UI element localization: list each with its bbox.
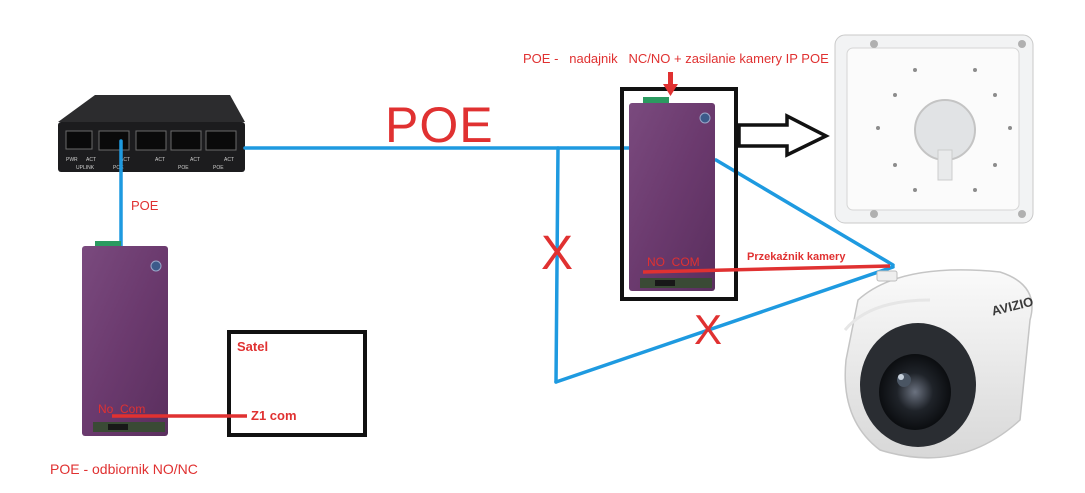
receiver-module: [82, 241, 168, 436]
camera-relay-label: Przekaźnik kamery: [747, 251, 846, 263]
switch-port-label: PWR: [66, 157, 78, 163]
switch-port-label: ACT: [86, 157, 96, 163]
poe-small-label: POE: [131, 198, 159, 213]
cables: [119, 139, 895, 384]
switch-bottom-label: UPLINK: [76, 165, 95, 171]
cross-mark-vertical: X: [541, 227, 574, 280]
receiver-no-com-label: No Com: [98, 402, 146, 416]
switch-port-label: ACT: [155, 157, 165, 163]
switch-port-label: ACT: [224, 157, 234, 163]
satel-title: Satel: [237, 339, 269, 354]
switch-ports: [65, 130, 237, 151]
wire-camera-relay: [642, 264, 891, 274]
switch-port-label: ACT: [190, 157, 200, 163]
switch-bottom-label: POE: [113, 165, 124, 171]
transmitter-no-com-label: NO COM: [647, 255, 700, 269]
satel-z1-label: Z1 com: [251, 408, 297, 423]
junction-box: [834, 34, 1034, 224]
switch-port-label: ACT: [120, 157, 130, 163]
signal-wires: [112, 264, 891, 418]
cable-branch-down: [554, 146, 560, 384]
switch-bottom-label: POE: [178, 165, 189, 171]
transmitter-module: [629, 97, 715, 291]
dome-camera: [843, 269, 1033, 459]
poe-big-label: POE: [385, 97, 494, 153]
cable-transmitter-to-camera: [714, 158, 895, 267]
switch-port-labels: PWR ACT ACT ACT ACT ACT UPLINK POE POE P…: [66, 157, 234, 171]
black-arrow: [737, 113, 830, 158]
red-down-arrow: [663, 72, 678, 96]
cross-mark-diagonal: X: [694, 306, 723, 353]
receiver-label: POE - odbiornik NO/NC: [50, 461, 198, 477]
transmitter-frame: [620, 87, 738, 301]
poe-switch: PWR ACT ACT ACT ACT ACT UPLINK POE POE P…: [58, 95, 245, 172]
transmitter-label: POE - nadajnik NC/NO + zasilanie kamery …: [523, 51, 829, 66]
cable-branch-to-camera: [554, 265, 895, 384]
satel-box: [227, 330, 367, 437]
switch-bottom-label: POE: [213, 165, 224, 171]
